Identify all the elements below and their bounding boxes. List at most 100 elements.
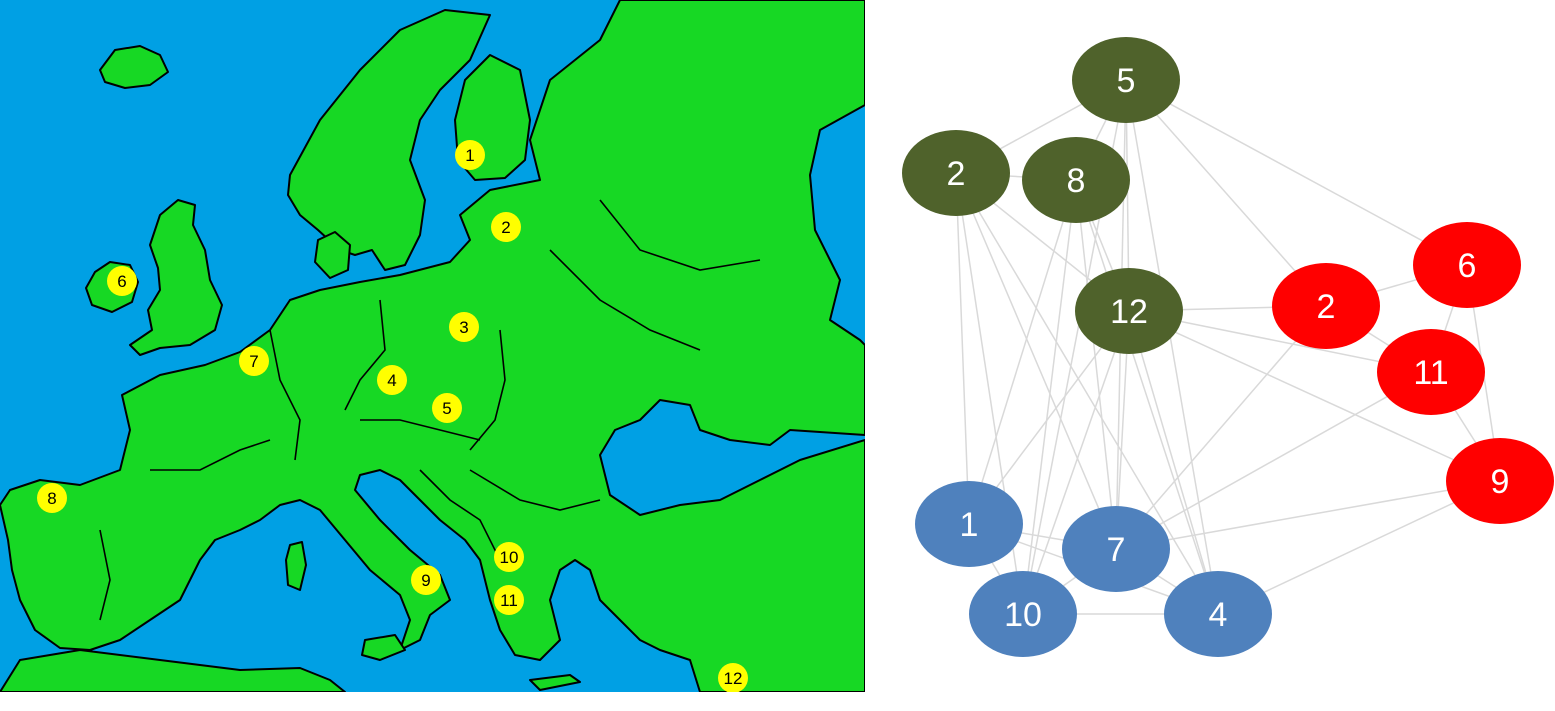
graph-node-b7: 7 [1062, 506, 1170, 592]
border-line [469, 469, 601, 511]
graph-node-ellipse [1062, 506, 1170, 592]
land-crete [529, 674, 581, 691]
land-great-britain [129, 199, 223, 356]
graph-node-r2: 2 [1272, 263, 1380, 349]
graph-edge-g12-r9 [1128, 310, 1501, 482]
map-marker-dot [494, 542, 524, 572]
border-line [269, 329, 301, 461]
map-marker-label: 1 [465, 146, 474, 165]
land-sardinia [285, 541, 307, 591]
border-line [419, 469, 501, 561]
graph-edge-g8-b1 [968, 179, 1077, 525]
graph-edge-g2-b4 [955, 172, 1219, 615]
graph-node-b4: 4 [1164, 571, 1272, 657]
graph-edge-g5-r6 [1125, 79, 1468, 266]
border-line [549, 249, 701, 351]
graph-edge-r9-b4 [1217, 480, 1501, 615]
graph-node-ellipse [1072, 37, 1180, 123]
graph-edge-r2-b7 [1115, 305, 1327, 550]
cluster-graph-svg: 5 2 8 12 2 6 11 9 1 7 10 4 [902, 37, 1554, 657]
map-marker-dot [491, 212, 521, 242]
graph-node-r9: 9 [1446, 438, 1554, 524]
map-marker-10: 10 [494, 542, 524, 572]
cluster-graph: 5 2 8 12 2 6 11 9 1 7 10 4 [880, 0, 1555, 706]
graph-edge-g8-b7 [1075, 179, 1117, 550]
land-masses [0, 0, 866, 693]
map-marker-dot [411, 565, 441, 595]
border-line [99, 529, 111, 621]
graph-node-ellipse [1413, 222, 1521, 308]
border-line [469, 329, 506, 451]
graph-node-label: 6 [1458, 247, 1477, 285]
map-marker-dot [455, 140, 485, 170]
map-marker-dot [718, 663, 748, 693]
graph-node-ellipse [1446, 438, 1554, 524]
map-marker-label: 2 [501, 218, 510, 237]
graph-node-g8: 8 [1022, 137, 1130, 223]
land-north-africa [0, 649, 346, 693]
graph-node-ellipse [1164, 571, 1272, 657]
border-line [599, 199, 761, 271]
map-marker-dot [377, 365, 407, 395]
graph-node-label: 1 [960, 506, 979, 544]
graph-edge-g2-b1 [955, 172, 970, 525]
map-marker-dot [432, 393, 462, 423]
map-marker-5: 5 [432, 393, 462, 423]
graph-node-ellipse [969, 571, 1077, 657]
graph-edge-g5-r2 [1125, 79, 1327, 307]
map-marker-label: 5 [442, 399, 451, 418]
map-marker-dot [239, 346, 269, 376]
graph-node-label: 9 [1491, 463, 1510, 501]
graph-nodes: 5 2 8 12 2 6 11 9 1 7 10 4 [902, 37, 1554, 657]
graph-node-ellipse [1022, 137, 1130, 223]
map-marker-label: 12 [724, 669, 743, 688]
graph-node-b1: 1 [915, 481, 1023, 567]
graph-node-ellipse [915, 481, 1023, 567]
graph-edge-r9-b7 [1115, 480, 1501, 550]
graph-edge-g12-b10 [1022, 310, 1130, 615]
graph-node-label: 5 [1117, 62, 1136, 100]
country-borders [99, 199, 761, 621]
map-marker-label: 3 [459, 318, 468, 337]
graph-node-g5: 5 [1072, 37, 1180, 123]
map-marker-3: 3 [449, 312, 479, 342]
graph-node-label: 10 [1004, 596, 1042, 634]
graph-edge-g5-b4 [1125, 79, 1219, 615]
land-sicily [361, 634, 406, 661]
graph-node-label: 8 [1067, 162, 1086, 200]
map-marker-dot [37, 483, 67, 513]
border-line [150, 439, 271, 471]
map-marker-dot [449, 312, 479, 342]
land-denmark [314, 231, 351, 279]
graph-node-r6: 6 [1413, 222, 1521, 308]
map-marker-dot [494, 585, 524, 615]
map-marker-11: 11 [494, 585, 524, 615]
graph-node-g2: 2 [902, 130, 1010, 216]
graph-node-label: 11 [1413, 354, 1448, 392]
graph-node-g12: 12 [1075, 268, 1183, 354]
map-marker-1: 1 [455, 140, 485, 170]
map-marker-8: 8 [37, 483, 67, 513]
graph-node-ellipse [902, 130, 1010, 216]
map-marker-label: 6 [117, 272, 126, 291]
map-marker-4: 4 [377, 365, 407, 395]
map-marker-2: 2 [491, 212, 521, 242]
map-marker-label: 11 [500, 591, 518, 610]
map-marker-label: 8 [47, 489, 56, 508]
graph-edge-g8-b10 [1022, 179, 1077, 615]
map-marker-label: 4 [387, 371, 396, 390]
map-marker-label: 7 [249, 352, 258, 371]
graph-node-ellipse [1075, 268, 1183, 354]
graph-node-label: 7 [1107, 531, 1126, 569]
map-marker-label: 10 [500, 548, 519, 567]
map-marker-label: 9 [421, 571, 430, 590]
graph-node-ellipse [1272, 263, 1380, 349]
map-marker-7: 7 [239, 346, 269, 376]
map-marker-9: 9 [411, 565, 441, 595]
graph-node-ellipse [1377, 329, 1485, 415]
border-line [360, 419, 481, 441]
graph-edge-g12-b4 [1128, 310, 1219, 615]
